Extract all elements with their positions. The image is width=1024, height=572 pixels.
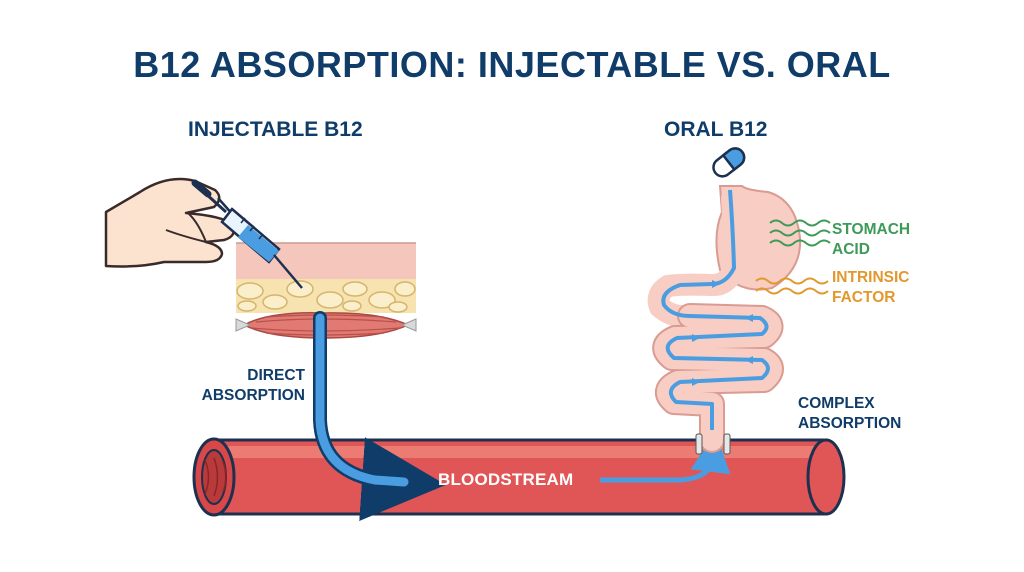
complex-absorption-label: COMPLEX ABSORPTION [798,394,901,434]
stomach-acid-label: STOMACH ACID [832,220,910,260]
bloodstream-flow-arrow [600,432,731,483]
main-title: B12 ABSORPTION: INJECTABLE VS. ORAL [133,44,891,85]
syringe-icon [191,179,303,289]
complex-absorption-line1: COMPLEX [798,395,875,412]
injectable-heading: INJECTABLE B12 [188,118,363,141]
hand-icon [104,177,235,268]
direct-absorption-label: DIRECT ABSORPTION [170,366,305,406]
oral-heading: ORAL B12 [664,118,768,141]
direct-absorption-line1: DIRECT [247,367,305,384]
pill-capsule-icon [712,147,746,178]
stomach-acid-waves [769,219,831,247]
intestine-icon [652,189,784,455]
stomach-acid-line1: STOMACH [832,221,911,238]
intrinsic-factor-waves [755,277,829,295]
complex-absorption-line2: ABSORPTION [798,415,902,432]
intrinsic-factor-line1: INTRINSIC [832,269,910,286]
bloodstream-label: BLOODSTREAM [438,470,574,489]
direct-absorption-line2: ABSORPTION [201,387,305,404]
intrinsic-factor-label: INTRINSIC FACTOR [832,268,910,308]
intrinsic-factor-line2: FACTOR [832,289,896,306]
stomach-acid-line2: ACID [832,241,870,258]
